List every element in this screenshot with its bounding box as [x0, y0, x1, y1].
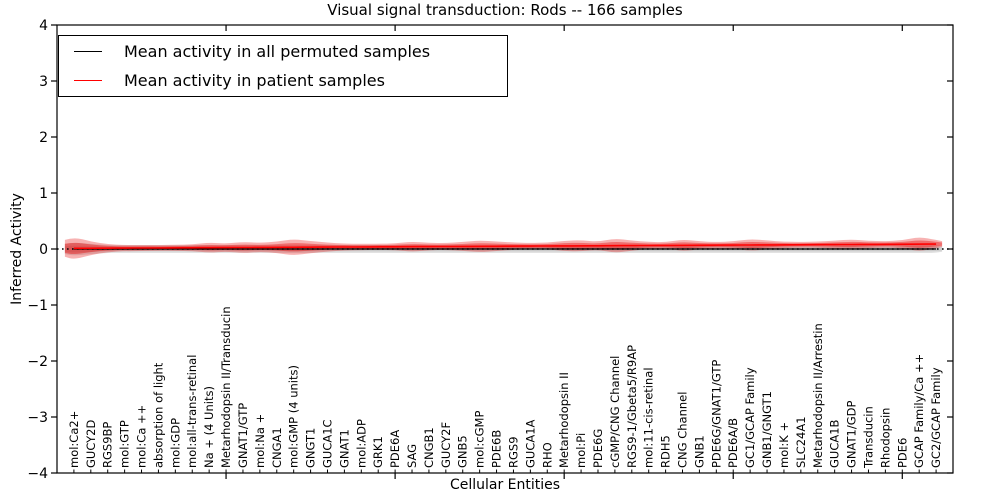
- y-tick-label: −4: [27, 466, 48, 482]
- x-tick-label: absorption of light: [151, 362, 165, 468]
- x-tick-label: mol:Na +: [253, 414, 267, 468]
- x-tick-label: Metarhodopsin II/Transducin: [219, 306, 233, 468]
- patient-spread-band-inner: [64, 240, 943, 255]
- x-tick-label: GUCY2F: [439, 422, 453, 468]
- x-tick-label: Transducin: [862, 406, 876, 469]
- x-tick-label: GNAT1: [337, 429, 351, 468]
- x-tick-label: PDE6G/GNAT1/GTP: [709, 360, 723, 468]
- y-tick-label: −1: [27, 298, 48, 314]
- x-tick-label: GC2/GCAP Family: [929, 367, 943, 468]
- x-tick-label: GC1/GCAP Family: [743, 367, 757, 468]
- x-tick-label: GNB1: [692, 435, 706, 468]
- x-tick-label: Metarhodopsin II: [557, 372, 571, 468]
- x-tick-label: SAG: [405, 444, 419, 468]
- x-tick-label: PDE6A/B: [726, 418, 740, 468]
- x-tick-label: mol:ADP: [354, 419, 368, 468]
- y-tick-label: 4: [39, 18, 48, 34]
- x-tick-label: Metarhodopsin II/Arrestin: [811, 323, 825, 468]
- x-tick-label: GUCA1C: [321, 419, 335, 468]
- y-axis-title: Inferred Activity: [9, 193, 25, 305]
- x-tick-label: GNGT1: [304, 428, 318, 468]
- patient-spread-band-outer: [64, 237, 943, 259]
- x-tick-label: GUCY2D: [84, 420, 98, 468]
- legend-label-patient: Mean activity in patient samples: [124, 70, 385, 90]
- x-tick-label: CNGA1: [270, 427, 284, 468]
- x-tick-label: RDH5: [659, 435, 673, 468]
- legend-label-permuted: Mean activity in all permuted samples: [124, 41, 431, 61]
- legend: Mean activity in all permuted samples Me…: [58, 35, 508, 97]
- x-tick-label: mol:Pi: [574, 433, 588, 468]
- x-tick-label: RGS9BP: [101, 422, 115, 468]
- x-tick-label: mol:Ca2+: [67, 411, 81, 468]
- x-tick-label: CNG Channel: [676, 392, 690, 468]
- x-tick-label: Rhodopsin: [878, 408, 892, 468]
- permuted-line-sample-icon: [74, 51, 102, 52]
- x-tick-label: GNAT1/GTP: [236, 403, 250, 468]
- x-tick-label: mol:cGMP: [473, 411, 487, 468]
- x-tick-label: RHO: [540, 442, 554, 468]
- x-tick-label: mol:K +: [777, 422, 791, 468]
- x-tick-label: mol:Ca ++: [135, 405, 149, 468]
- x-tick-label: GUCA1B: [828, 419, 842, 468]
- x-tick-label: GNAT1/GDP: [845, 401, 859, 468]
- y-tick-label: 2: [39, 130, 48, 146]
- x-tick-label: RGS9-1/Gbeta5/R9AP: [625, 345, 639, 468]
- y-tick-label: 3: [39, 74, 48, 90]
- x-tick-label: mol:GDP: [168, 418, 182, 468]
- x-tick-label: GCAP Family/Ca ++: [912, 354, 926, 468]
- x-tick-label: GNB1/GNGT1: [760, 391, 774, 468]
- x-tick-label: PDE6G: [591, 429, 605, 468]
- x-tick-label: PDE6B: [490, 430, 504, 468]
- legend-item-patient: Mean activity in patient samples: [74, 67, 507, 94]
- legend-item-permuted: Mean activity in all permuted samples: [74, 38, 507, 65]
- y-tick-label: 1: [39, 186, 48, 202]
- x-tick-label: GRK1: [371, 436, 385, 468]
- x-tick-label: mol:all-trans-retinal: [185, 355, 199, 468]
- x-tick-label: PDE6A: [388, 430, 402, 468]
- x-tick-label: Na + (4 Units): [202, 386, 216, 468]
- chart-title: Visual signal transduction: Rods -- 166 …: [327, 1, 683, 19]
- x-tick-label: mol:GTP: [118, 420, 132, 468]
- x-tick-label: mol:GMP (4 units): [287, 365, 301, 468]
- x-tick-label: RGS9: [507, 436, 521, 468]
- y-tick-label: −3: [27, 410, 48, 426]
- x-tick-label: mol:11-cis-retinal: [642, 367, 656, 468]
- y-tick-label: −2: [27, 354, 48, 370]
- y-tick-label: 0: [39, 242, 48, 258]
- x-axis-title: Cellular Entities: [449, 477, 561, 493]
- patient-mean-line: [73, 243, 937, 250]
- x-tick-label: GUCA1A: [523, 419, 537, 468]
- x-tick-label: PDE6: [895, 438, 909, 468]
- x-tick-label: cGMP/CNG Channel: [608, 356, 622, 468]
- x-tick-label: GNB5: [456, 435, 470, 468]
- x-tick-label: CNGB1: [422, 427, 436, 468]
- patient-line-sample-icon: [74, 80, 102, 81]
- x-tick-label: SLC24A1: [794, 416, 808, 468]
